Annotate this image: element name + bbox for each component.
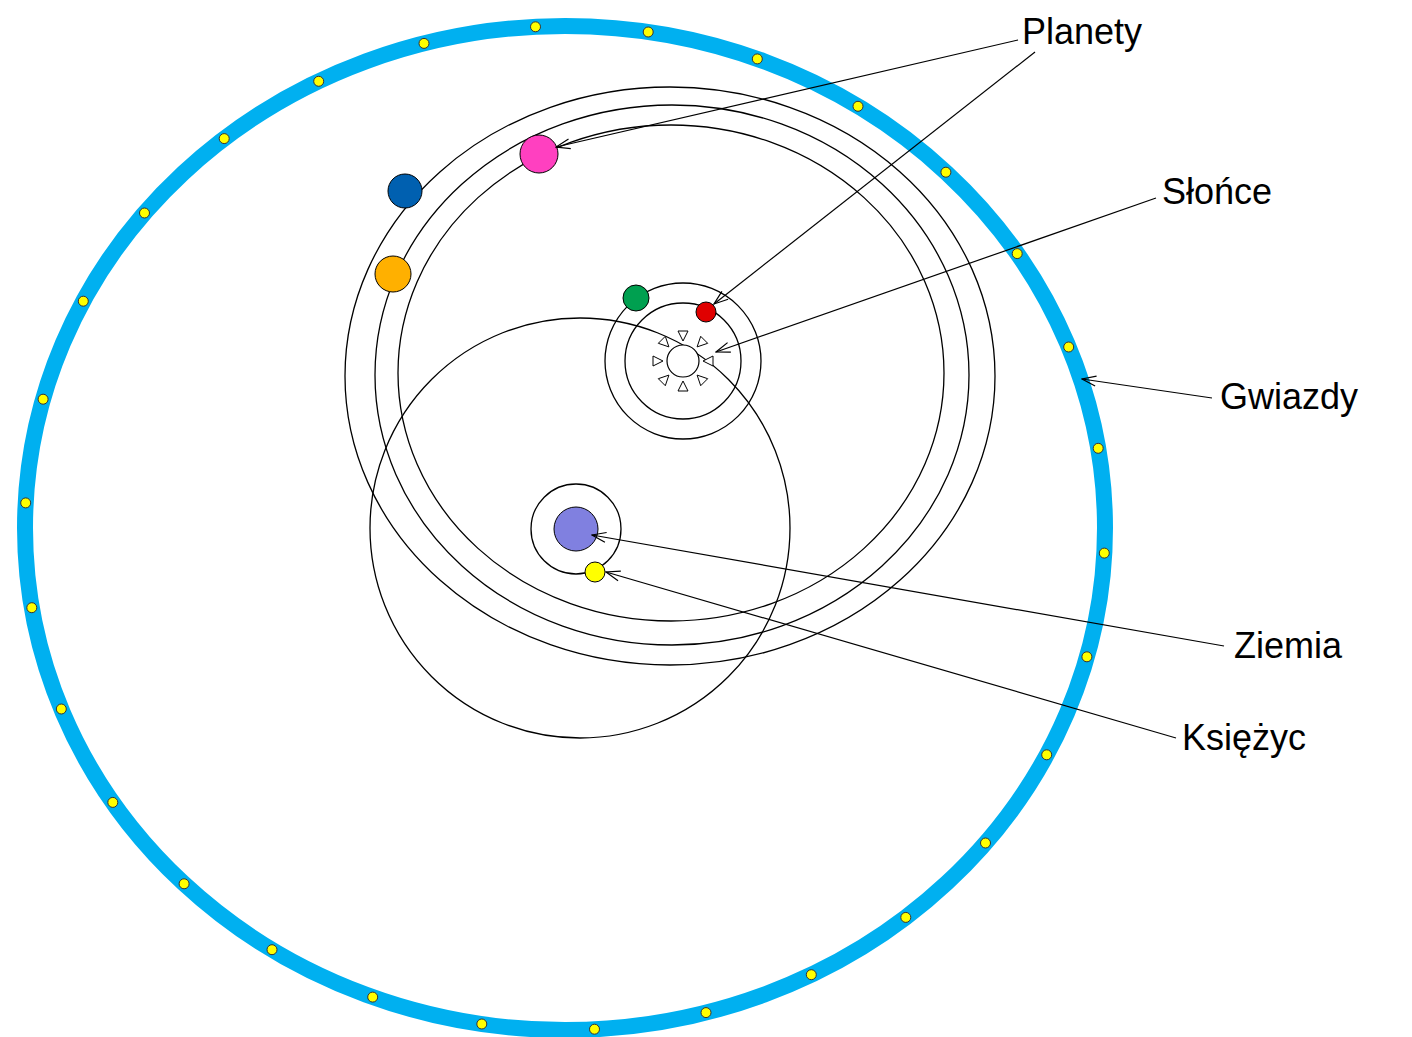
sun-ray (658, 375, 669, 386)
sun-ray (697, 375, 708, 386)
star (1012, 249, 1022, 259)
star (419, 38, 429, 48)
star (219, 134, 229, 144)
star (78, 296, 88, 306)
star (806, 970, 816, 980)
planet (520, 135, 558, 173)
sun-ray (703, 356, 713, 366)
stars (21, 22, 1110, 1034)
star (941, 167, 951, 177)
earth (554, 507, 598, 551)
star (477, 1019, 487, 1029)
star (752, 54, 762, 64)
star (590, 1024, 600, 1034)
star (901, 912, 911, 922)
sun (667, 345, 699, 377)
star (314, 76, 324, 86)
planet (696, 302, 716, 322)
star (643, 27, 653, 37)
callout-label: Planety (1020, 14, 1144, 50)
sun-rays (653, 331, 713, 391)
leader-lines (556, 40, 1224, 738)
callout-label: Ziemia (1232, 628, 1344, 664)
star (1042, 750, 1052, 760)
callout-label: Słońce (1160, 174, 1274, 210)
star (981, 838, 991, 848)
sun-ray (697, 336, 708, 347)
star (531, 22, 541, 32)
star (56, 704, 66, 714)
planet (623, 285, 649, 311)
planet (388, 174, 422, 208)
callout-label: Księżyc (1180, 720, 1308, 756)
star-sphere (25, 26, 1105, 1030)
star (1093, 443, 1103, 453)
star (140, 208, 150, 218)
star (108, 797, 118, 807)
sun-ray (658, 336, 669, 347)
star (1082, 652, 1092, 662)
star (27, 603, 37, 613)
sun-ray (678, 331, 688, 341)
star (853, 101, 863, 111)
star (701, 1008, 711, 1018)
orbits (345, 87, 995, 738)
sun-ray (653, 356, 663, 366)
star (179, 879, 189, 889)
callout-label: Gwiazdy (1218, 379, 1360, 415)
sun-ray (678, 381, 688, 391)
star (267, 945, 277, 955)
star (21, 498, 31, 508)
star (1099, 548, 1109, 558)
star (368, 992, 378, 1002)
planet (375, 256, 411, 292)
star (38, 394, 48, 404)
moon (585, 562, 605, 582)
star (1064, 342, 1074, 352)
